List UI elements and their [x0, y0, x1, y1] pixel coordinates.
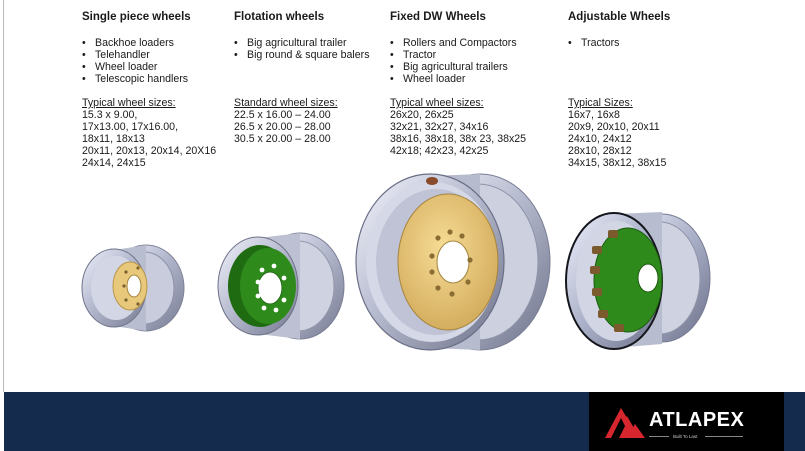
list-item: Tractors: [568, 37, 670, 49]
size-line: 28x10, 28x12: [568, 145, 632, 157]
column-title: Flotation wheels: [234, 11, 325, 23]
size-line: 20x9, 20x10, 20x11: [568, 121, 660, 133]
brand-name: ATLAPEX: [649, 409, 745, 431]
application-list: Tractors: [568, 37, 670, 49]
list-item: Big agricultural trailers: [390, 61, 526, 73]
size-line: 26x20, 26x25: [390, 109, 454, 121]
adjustable-wheel-icon: [565, 212, 711, 350]
atlapex-logo-mark-icon: [605, 408, 645, 438]
sizes-heading: Typical wheel sizes:: [390, 97, 484, 109]
brand-logo: ATLAPEX Built To Last: [589, 392, 784, 451]
column-fixed-dw-wheels: Fixed DW Wheels Rollers and Compactors T…: [390, 10, 526, 157]
size-line: 24x10, 24x12: [568, 133, 632, 145]
fixed-dw-wheel-icon: [355, 173, 551, 351]
size-line: 17x13.00, 17x16.00,: [82, 121, 179, 133]
size-line: 42x18; 42x23, 42x25: [390, 145, 489, 157]
application-list: Big agricultural trailer Big round & squ…: [234, 37, 370, 61]
size-line: 26.5 x 20.00 – 28.00: [234, 121, 331, 133]
size-line: 32x21, 32x27, 34x16: [390, 121, 489, 133]
list-item: Big round & square balers: [234, 49, 370, 61]
column-adjustable-wheels: Adjustable Wheels Tractors Typical Sizes…: [568, 10, 670, 169]
list-item: Telehandler: [82, 49, 216, 61]
list-item: Big agricultural trailer: [234, 37, 370, 49]
sizes-heading: Typical wheel sizes:: [82, 97, 176, 109]
size-line: 20x11, 20x13, 20x14, 20X16: [82, 145, 217, 157]
list-item: Tractor: [390, 49, 526, 61]
tagline-rule-left: [649, 436, 669, 437]
size-line: 30.5 x 20.00 – 28.00: [234, 133, 331, 145]
sizes-heading: Standard wheel sizes:: [234, 97, 338, 109]
size-line: 15.3 x 9.00,: [82, 109, 138, 121]
brand-tagline: Built To Last: [673, 434, 698, 439]
tagline-rule-right: [705, 436, 743, 437]
list-item: Rollers and Compactors: [390, 37, 526, 49]
list-item: Wheel loader: [82, 61, 216, 73]
column-single-piece-wheels: Single piece wheels Backhoe loaders Tele…: [82, 10, 216, 169]
left-divider: [3, 0, 4, 392]
list-item: Telescopic handlers: [82, 73, 216, 85]
size-line: 38x16, 38x18, 38x 23, 38x25: [390, 133, 527, 145]
size-line: 34x15, 38x12, 38x15: [568, 157, 667, 169]
size-line: 18x11, 18x13: [82, 133, 145, 145]
column-title: Adjustable Wheels: [568, 11, 671, 23]
application-list: Backhoe loaders Telehandler Wheel loader…: [82, 37, 216, 85]
application-list: Rollers and Compactors Tractor Big agric…: [390, 37, 526, 85]
size-line: 16x7, 16x8: [568, 109, 620, 121]
column-title: Fixed DW Wheels: [390, 11, 486, 23]
size-line: 22.5 x 16.00 – 24.00: [234, 109, 331, 121]
flotation-wheel-icon: [217, 232, 345, 340]
list-item: Wheel loader: [390, 73, 526, 85]
sizes-heading: Typical Sizes:: [568, 97, 633, 109]
column-title: Single piece wheels: [82, 11, 191, 23]
size-line: 24x14, 24x15: [82, 157, 146, 169]
list-item: Backhoe loaders: [82, 37, 216, 49]
column-flotation-wheels: Flotation wheels Big agricultural traile…: [234, 10, 370, 145]
single-piece-wheel-icon: [81, 244, 185, 332]
